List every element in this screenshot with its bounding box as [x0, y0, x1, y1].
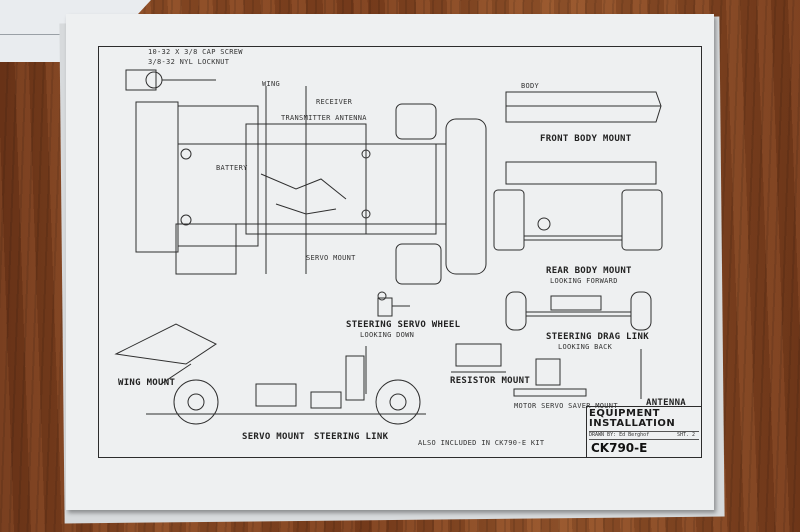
label-front-body-mount: FRONT BODY MOUNT: [540, 134, 632, 144]
title-line-2: INSTALLATION: [589, 418, 676, 429]
callout-receiver: RECEIVER: [316, 98, 353, 106]
drawing-frame: [98, 46, 702, 458]
rear-body-mount-view: [493, 161, 663, 251]
callout-antenna: TRANSMITTER ANTENNA: [281, 114, 367, 122]
callout-battery: BATTERY: [216, 164, 248, 172]
part-number: CK790-E: [591, 441, 648, 455]
callout-wing: WING: [262, 80, 281, 88]
steering-drag-link-view: [505, 291, 652, 331]
callout-cap-screw: 10-32 X 3/8 CAP SCREW: [148, 48, 243, 56]
callout-locknut: 3/8-32 NYL LOCKNUT: [148, 58, 230, 66]
label-steering-drag-link-sub: LOOKING BACK: [558, 343, 613, 351]
label-steering-servo-wheel-sub: LOOKING DOWN: [360, 331, 415, 339]
label-steering-link: STEERING LINK: [314, 432, 389, 442]
label-antenna: ANTENNA: [646, 398, 687, 408]
label-servo-mount: SERVO MOUNT: [242, 432, 305, 442]
label-resistor-mount: RESISTOR MOUNT: [450, 376, 531, 386]
callout-body: BODY: [521, 82, 540, 90]
title-line-1: EQUIPMENT: [589, 408, 660, 419]
drawn-by: DRAWN BY: Ed Berghof: [589, 432, 650, 438]
title-block: EQUIPMENT INSTALLATION DRAWN BY: Ed Berg…: [586, 406, 701, 457]
label-wing-mount: WING MOUNT: [118, 378, 176, 388]
steering-servo-wheel-view: [377, 291, 410, 317]
label-rear-body-mount: REAR BODY MOUNT: [546, 266, 632, 276]
car-side-view: [114, 323, 426, 425]
schematic-sheet: 10-32 X 3/8 CAP SCREW 3/8-32 NYL LOCKNUT…: [66, 14, 714, 510]
resistor-mount-view: [451, 343, 506, 373]
label-rear-body-mount-sub: LOOKING FORWARD: [550, 277, 618, 285]
front-body-mount-view: [505, 91, 662, 123]
sheet-number: SHT. 2: [676, 432, 695, 438]
label-steering-drag-link: STEERING DRAG LINK: [546, 332, 649, 342]
motor-servo-saver-view: [513, 349, 642, 399]
label-motor-servo-saver: MOTOR SERVO SAVER MOUNT: [514, 402, 618, 410]
callout-kit-note: ALSO INCLUDED IN CK790-E KIT: [418, 439, 545, 447]
car-schematic-drawing: [114, 69, 663, 425]
callout-servo-mount: SERVO MOUNT: [306, 254, 356, 262]
title-meta: DRAWN BY: Ed Berghof SHT. 2: [589, 431, 699, 440]
label-steering-servo-wheel: STEERING SERVO WHEEL: [346, 320, 461, 330]
chassis-top-view: [125, 69, 487, 285]
